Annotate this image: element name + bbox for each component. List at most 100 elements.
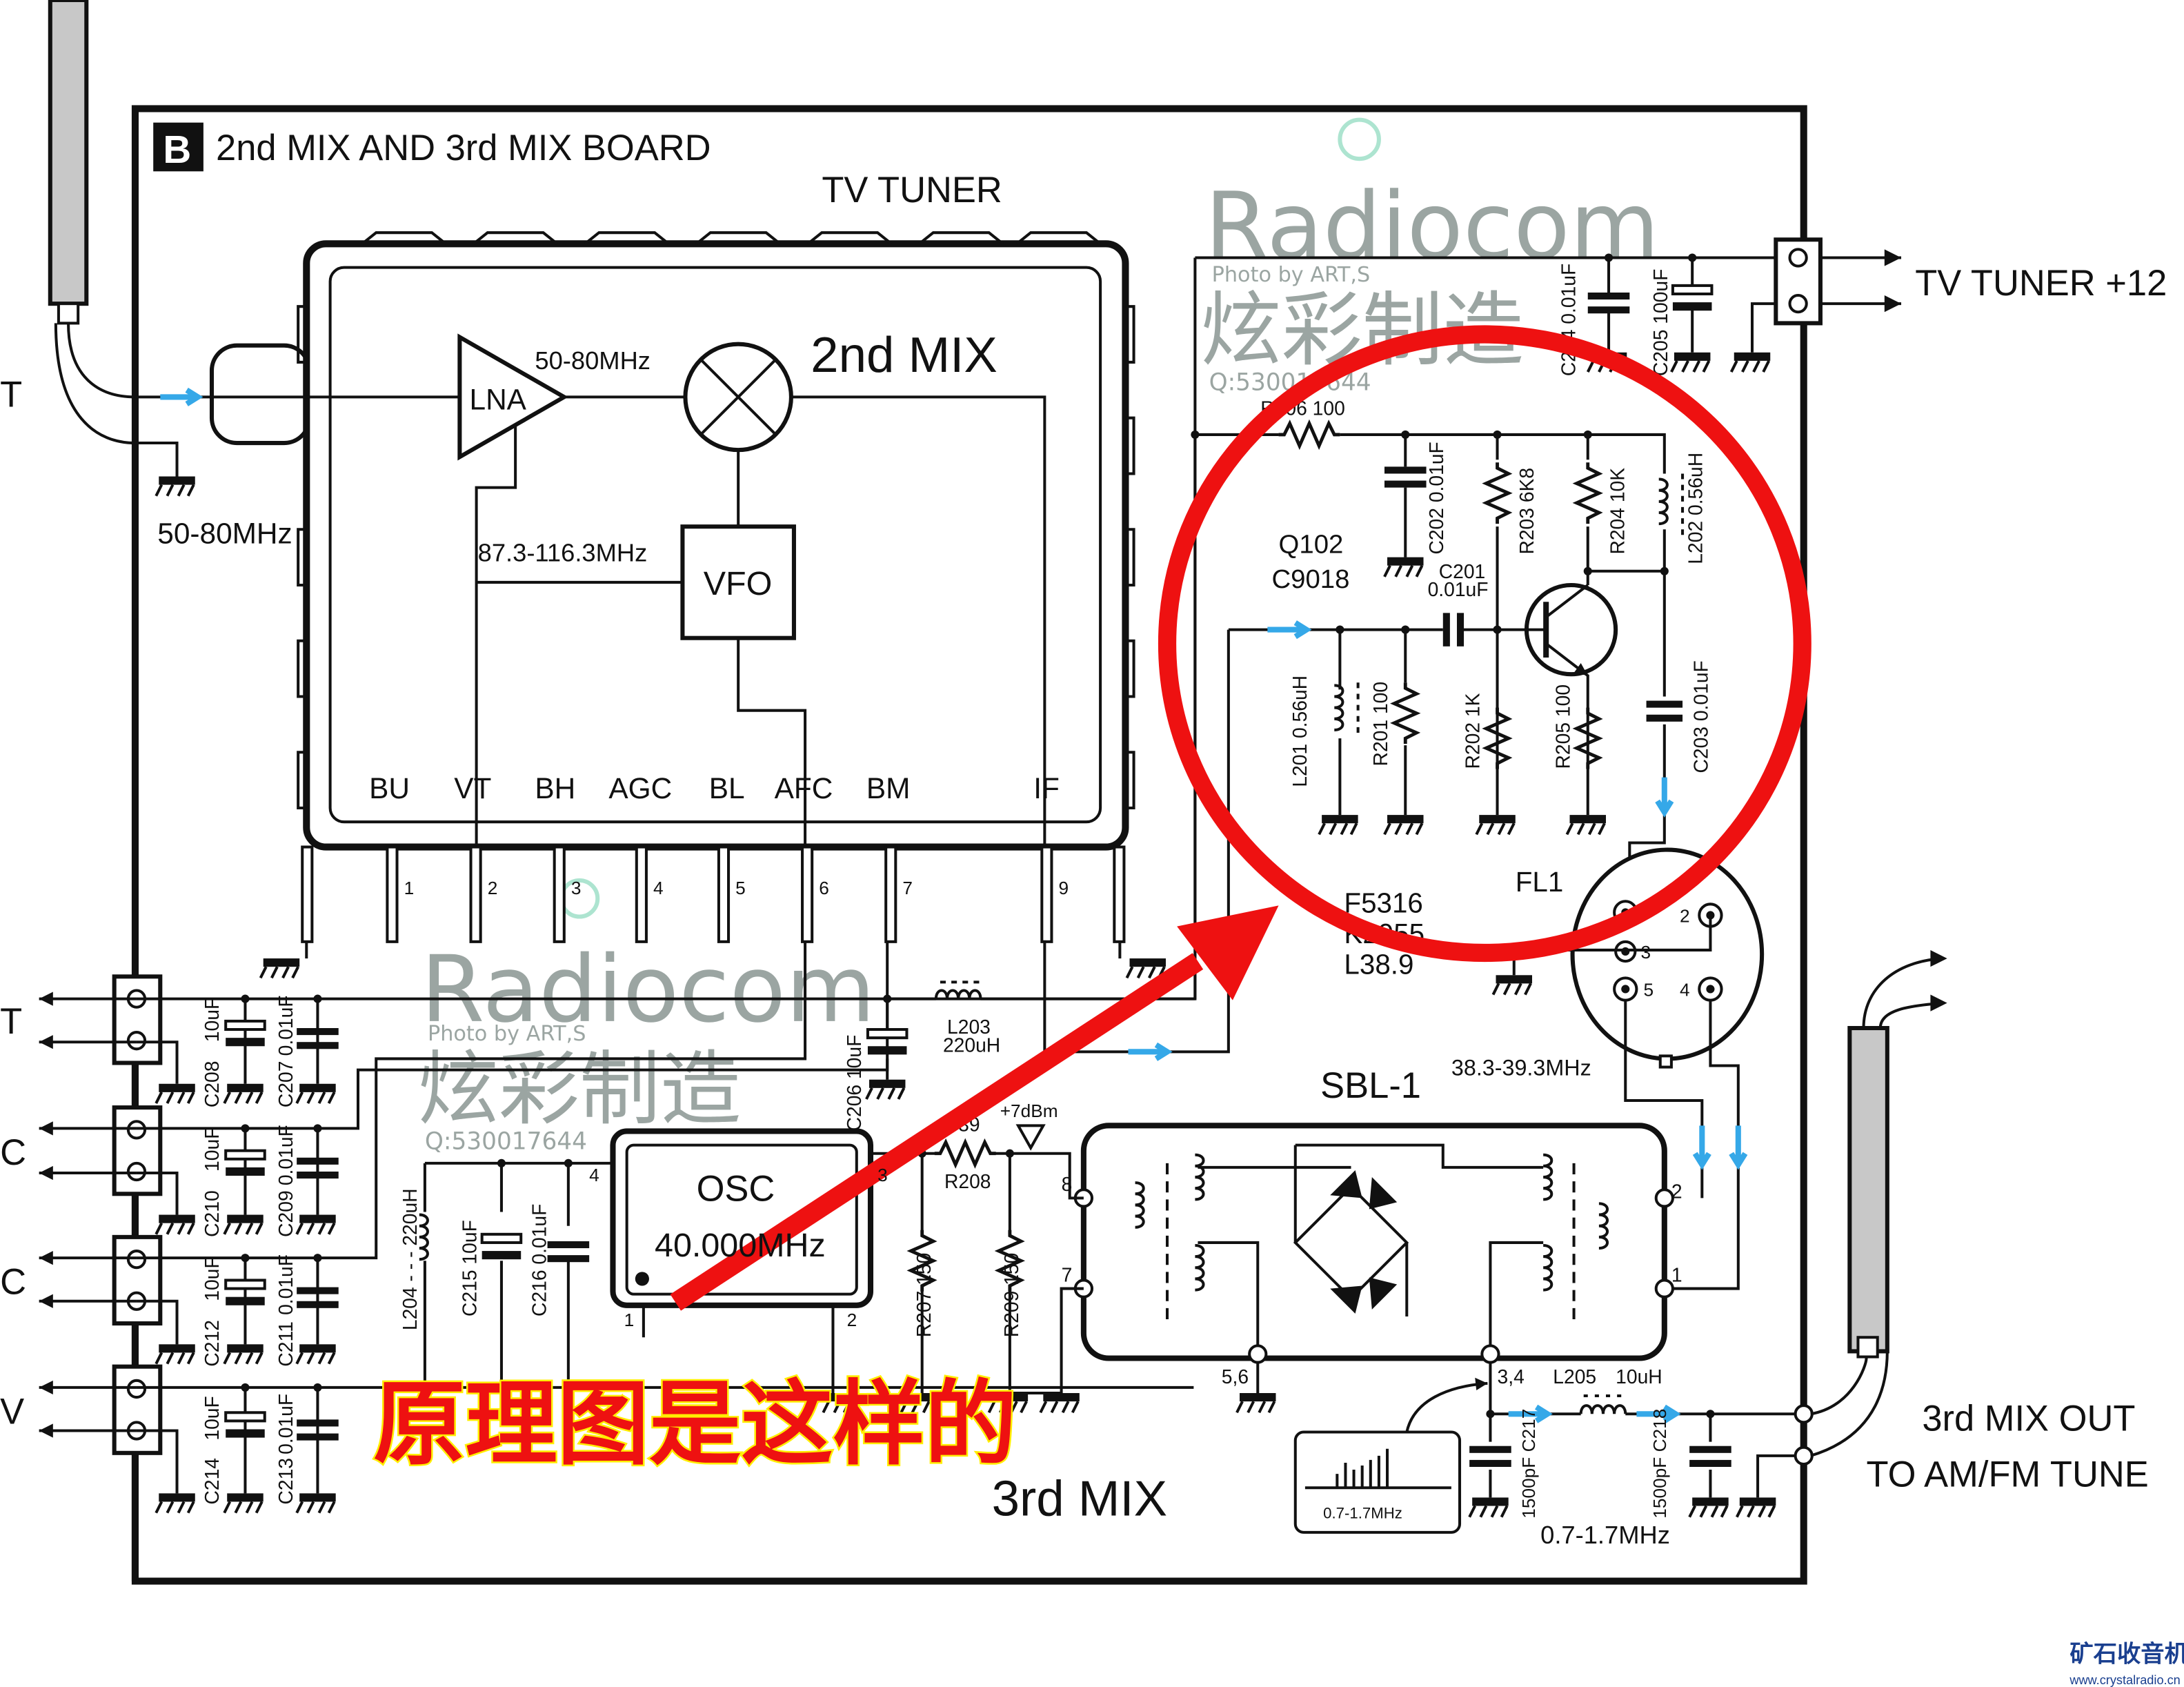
third-mix-label: 3rd MIX: [992, 1471, 1167, 1527]
connector-label: C: [0, 1262, 26, 1303]
spectrum-inset: 0.7-1.7MHz: [1293, 1377, 1488, 1534]
r208-label: R208: [944, 1170, 991, 1192]
filter-part: L38.9: [1344, 948, 1413, 980]
c205-label: C205 100uF: [1649, 269, 1671, 377]
mixer-pin: 5,6: [1222, 1365, 1249, 1388]
pin-number: 6: [819, 878, 829, 898]
attenuator-pad: 39 R208 +7dBm R207 150 R209 150: [901, 1101, 1062, 1412]
input-freq-label: 50-80MHz: [157, 517, 292, 549]
q102-type: C9018: [1271, 564, 1349, 594]
pin-number: 3: [571, 878, 582, 898]
capacitor-c215: [482, 1234, 522, 1259]
transistor-q102: [1497, 582, 1618, 697]
l205-label: L205: [1553, 1365, 1596, 1388]
vfo-freq: 87.3-116.3MHz: [478, 539, 648, 567]
board-badge: [153, 122, 203, 172]
l203-value: 220uH: [943, 1034, 1000, 1056]
site-logo[interactable]: 矿石收音机 www.crystalradio.cn: [2069, 1641, 2184, 1687]
filter-pin: 3: [1640, 942, 1651, 963]
logo-url[interactable]: www.crystalradio.cn: [2069, 1673, 2180, 1687]
cap-value: 10uF: [201, 1127, 223, 1172]
l203-label: L203: [947, 1016, 991, 1038]
c216-label: C216 0.01uF: [528, 1204, 550, 1316]
capacitor-c216: [547, 1241, 590, 1263]
annotation-arrow: [670, 953, 1204, 1311]
r205-label: R205 100: [1552, 684, 1574, 769]
mixer-symbol: [683, 342, 793, 453]
osc-pin: 4: [589, 1165, 599, 1185]
level-label: +7dBm: [1000, 1101, 1058, 1121]
oscillator: L204 - - - 220uH C215 10uF C216 0.01uF O…: [399, 1128, 1084, 1412]
input-label: T: [0, 375, 22, 415]
sbl1-mixer: SBL-1 8 7 2 1 5,6 3,4 3rd MIX: [992, 1065, 1682, 1527]
watermark-credit: Photo by ART,S: [1212, 263, 1371, 287]
watermark-cn: 炫彩制造: [418, 1042, 741, 1136]
arrow-head-icon: [1177, 905, 1279, 1000]
pin-number: 4: [653, 878, 664, 898]
cap-value: 0.01uF: [275, 1125, 297, 1185]
osc-title: OSC: [697, 1168, 775, 1209]
tv-tuner-module: LNA 50-80MHz 2nd MIX VFO 87.3-116.3MHz B…: [135, 231, 1166, 978]
r203-label: R203 6K8: [1516, 468, 1538, 555]
c204-label: C204 0.01uF: [1558, 264, 1580, 376]
output-label-2: TO AM/FM TUNE: [1867, 1454, 2149, 1494]
capacitor-c202: [1384, 466, 1427, 488]
output-coax-cable: [1847, 1025, 1889, 1354]
osc-pin: 1: [624, 1310, 635, 1330]
watermark-credit: Photo by ART,S: [428, 1022, 586, 1046]
lna-amplifier: [457, 333, 568, 461]
output-label: 3rd MIX OUT: [1922, 1399, 2135, 1439]
c202-label: C202 0.01uF: [1425, 442, 1447, 554]
cap-label: C207: [275, 1061, 297, 1108]
power-label: TV TUNER +12: [1915, 263, 2167, 304]
cap-value: 10uF: [201, 1256, 223, 1301]
mixer-ref: SBL-1: [1320, 1065, 1421, 1106]
c215-label: C215 10uF: [459, 1220, 481, 1316]
inductor-l202: [1659, 480, 1667, 524]
cap-value: 0.01uF: [275, 1394, 297, 1454]
cap-label: C208: [201, 1061, 223, 1108]
filter-pin: 4: [1680, 980, 1690, 1000]
input-coax-lead: [54, 323, 135, 445]
tuner-rf-freq: 50-80MHz: [535, 346, 651, 375]
annotation-caption: 原理图是这样的: [373, 1371, 1017, 1478]
cap-label: C213: [275, 1458, 297, 1505]
watermark-qq: Q:530017644: [425, 1128, 587, 1156]
inductor-l205: [1581, 1405, 1626, 1414]
pin-number: 5: [735, 878, 746, 898]
logo-text: 矿石收音机: [2069, 1641, 2184, 1668]
c203-label: C203 0.01uF: [1689, 660, 1711, 773]
cap-label: C210: [201, 1190, 223, 1237]
osc-pin: 3: [877, 1165, 888, 1185]
connector-label: C: [0, 1132, 26, 1173]
filter-pin: 5: [1644, 980, 1654, 1000]
r201-label: R201 100: [1369, 682, 1391, 767]
cap-label: C212: [201, 1320, 223, 1367]
capacitor-c217: [1469, 1446, 1511, 1467]
left-connectors: T C C V C208 10uF C207 0.01uF C210 10uF …: [0, 431, 1197, 1581]
osc-freq: 40.000MHz: [655, 1227, 826, 1264]
vfo-block: [680, 524, 796, 640]
filter-pin: 2: [1680, 906, 1690, 927]
resistor-r208: [935, 1143, 996, 1165]
pin-number: 1: [404, 878, 415, 898]
filter-band: 38.3-39.3MHz: [1451, 1056, 1591, 1081]
pin-number: 9: [1059, 878, 1069, 898]
lna-label: LNA: [470, 384, 527, 416]
pin-label-bm: BM: [866, 772, 911, 805]
pin-label-vt: VT: [454, 772, 491, 805]
connector-terminal: [115, 1107, 161, 1194]
r207-label: R207 150: [913, 1253, 935, 1338]
power-input: TV TUNER +12 C204 0.01uF C205 100uF: [1193, 237, 2167, 999]
ground-icon: [261, 958, 300, 978]
tuner-pins: [301, 845, 1126, 943]
cap-value: 10uF: [201, 998, 223, 1042]
mixer-pin: 2: [1671, 1180, 1682, 1202]
board-badge-letter: B: [163, 128, 191, 171]
cap-value: 10uF: [201, 1396, 223, 1440]
capacitor-c205: [1673, 286, 1712, 310]
mixer-pin: 7: [1062, 1263, 1073, 1285]
r204-label: R204 10K: [1606, 468, 1628, 555]
